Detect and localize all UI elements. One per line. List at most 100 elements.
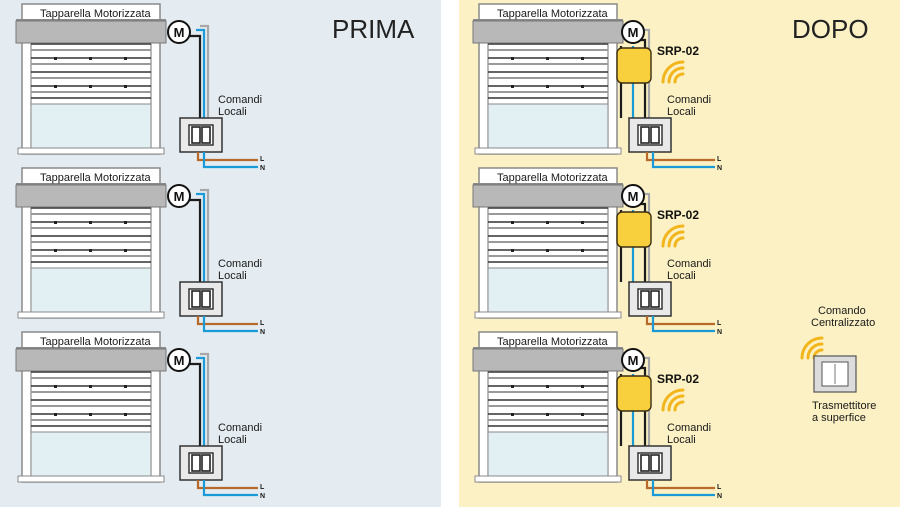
local-controls-label: Locali [667, 434, 696, 446]
wire-live [196, 480, 258, 490]
signal-arc [661, 60, 685, 84]
shutter-label: Tapparella Motorizzata [40, 336, 152, 348]
local-controls-label: Locali [218, 106, 247, 118]
motor-label: M [628, 353, 639, 368]
signal-arc [673, 72, 685, 84]
shutter-label: Tapparella Motorizzata [40, 8, 152, 20]
wire-grey [200, 352, 210, 446]
line-label-l: L [260, 484, 265, 491]
wire-neutral [651, 316, 715, 333]
wire-black [188, 362, 202, 446]
wire-blue [196, 192, 206, 282]
wire-live [645, 152, 715, 162]
wireless-signal-icon [661, 224, 685, 248]
roller-shutter [15, 167, 167, 319]
signal-arc [667, 394, 685, 412]
line-label-l: L [260, 320, 265, 327]
line-label-l: L [717, 484, 722, 491]
module-label: SRP-02 [657, 208, 699, 222]
module-label: SRP-02 [657, 372, 699, 386]
shutter-label: Tapparella Motorizzata [497, 172, 609, 184]
local-controls-label: Comandi [218, 422, 262, 434]
local-switch [628, 281, 672, 317]
wire-grey [200, 24, 210, 118]
roller-shutter [472, 167, 624, 319]
wireless-signal-icon [661, 60, 685, 84]
signal-arc [673, 400, 685, 412]
wire-live [196, 316, 258, 326]
wire-neutral [651, 480, 715, 497]
line-label-n: N [717, 493, 722, 500]
wire-live [196, 152, 258, 162]
line-label-n: N [260, 329, 265, 336]
line-label-l: L [717, 320, 722, 327]
local-controls-label: Comandi [667, 258, 711, 270]
transmitter-label: Trasmettitore [812, 400, 876, 412]
wire-neutral [651, 152, 715, 169]
srp02-module [616, 211, 652, 248]
motor-symbol [621, 348, 645, 372]
motor-label: M [628, 189, 639, 204]
local-controls-label: Locali [667, 270, 696, 282]
module-label: SRP-02 [657, 44, 699, 58]
wire-black [188, 34, 202, 118]
line-label-n: N [260, 165, 265, 172]
shutter-label: Tapparella Motorizzata [497, 336, 609, 348]
wire-neutral [202, 152, 258, 169]
motor-symbol [167, 184, 191, 208]
signal-arc [667, 230, 685, 248]
local-controls-label: Comandi [218, 94, 262, 106]
wire-blue [196, 356, 206, 446]
motor-symbol [621, 184, 645, 208]
wire-live [645, 480, 715, 490]
local-switch [179, 117, 223, 153]
motor-label: M [628, 25, 639, 40]
local-controls-label: Comandi [667, 422, 711, 434]
signal-arc [661, 388, 685, 412]
local-switch [628, 117, 672, 153]
shutter-unit: Tapparella MotorizzataMComandiLocaliLNSR… [472, 331, 722, 500]
wire-black [188, 198, 202, 282]
motor-label: M [174, 353, 185, 368]
roller-shutter [472, 331, 624, 483]
signal-arc [806, 342, 824, 360]
local-controls-label: Locali [667, 106, 696, 118]
wire-grey [200, 188, 210, 282]
shutter-label: Tapparella Motorizzata [40, 172, 152, 184]
motor-symbol [167, 348, 191, 372]
transmitter-label: a superfice [812, 412, 866, 424]
local-controls-label: Locali [218, 270, 247, 282]
line-label-l: L [260, 156, 265, 163]
line-label-n: N [717, 165, 722, 172]
signal-arc [673, 236, 685, 248]
motor-label: M [174, 189, 185, 204]
line-label-l: L [717, 156, 722, 163]
motor-label: M [174, 25, 185, 40]
shutter-label: Tapparella Motorizzata [497, 8, 609, 20]
wireless-signal-icon [661, 388, 685, 412]
panel-title-before: PRIMA [332, 14, 415, 44]
shutter-unit: Tapparella MotorizzataMComandiLocaliLNSR… [472, 167, 722, 336]
roller-shutter [15, 331, 167, 483]
line-label-n: N [260, 493, 265, 500]
signal-arc [800, 336, 824, 360]
roller-shutter [15, 3, 167, 155]
srp02-module [616, 47, 652, 84]
signal-arc [661, 224, 685, 248]
wire-live [645, 316, 715, 326]
line-label-n: N [717, 329, 722, 336]
central-command-label: Comando [818, 305, 866, 317]
motor-symbol [167, 20, 191, 44]
local-controls-label: Comandi [667, 94, 711, 106]
wire-neutral [202, 316, 258, 333]
roller-shutter [472, 3, 624, 155]
motor-symbol [621, 20, 645, 44]
local-controls-label: Locali [218, 434, 247, 446]
